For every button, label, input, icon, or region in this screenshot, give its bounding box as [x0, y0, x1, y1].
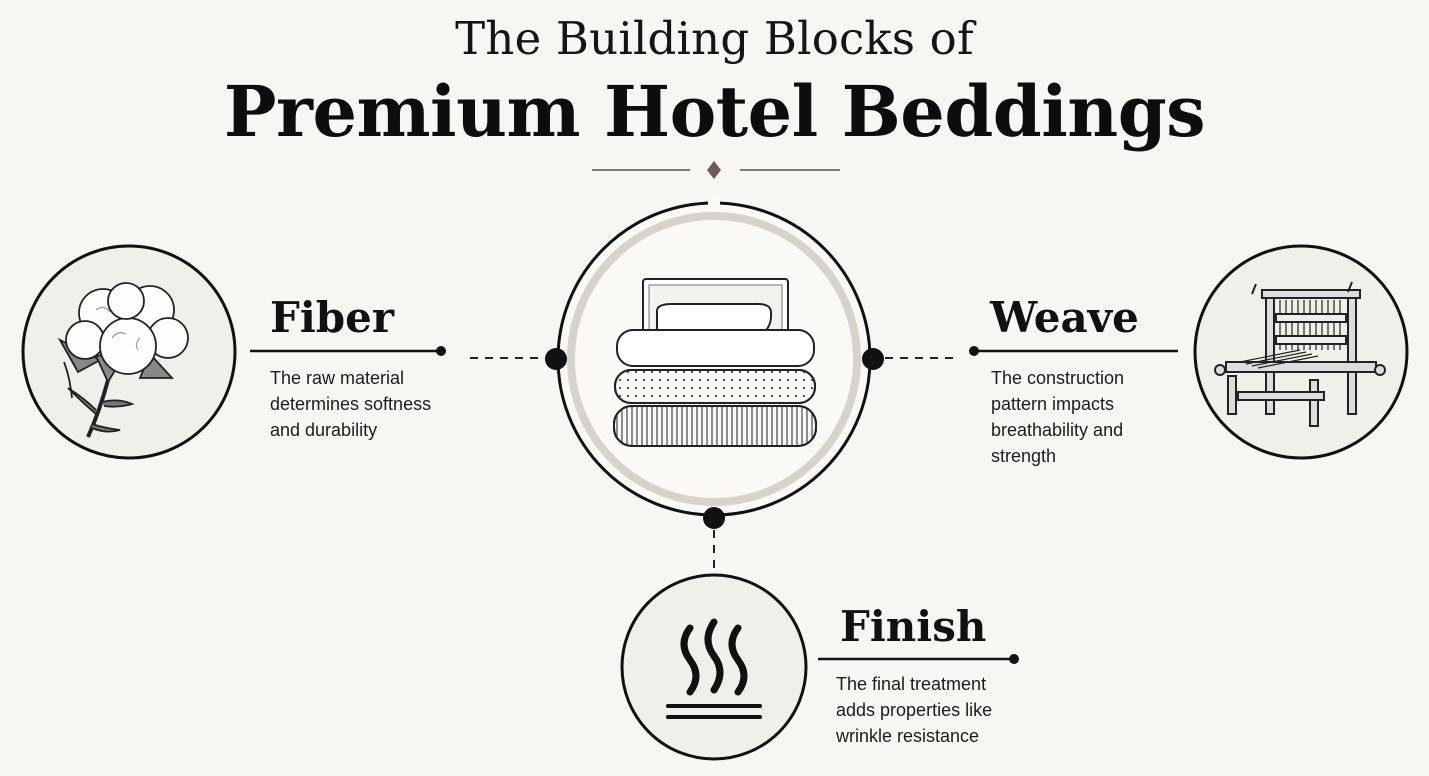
fiber-heading: Fiber — [270, 293, 394, 342]
finish-description-line: wrinkle resistance — [836, 726, 980, 746]
weave-description-line: pattern impacts — [991, 394, 1115, 414]
finish-description-line: The final treatment — [836, 674, 987, 694]
finish-circle — [620, 573, 808, 761]
finish-heading: Finish — [840, 602, 987, 651]
fiber-description: The raw material determines softness and… — [270, 365, 431, 443]
loom-icon — [1214, 281, 1386, 427]
weave-description-line: The construction — [991, 368, 1125, 388]
diagram-subtitle: The Building Blocks of — [455, 12, 974, 65]
steam-heat-icon — [666, 618, 762, 719]
weave-description: The construction pattern impacts breatha… — [991, 365, 1124, 469]
title-divider — [592, 161, 840, 179]
weave-description-line: breathability and — [991, 420, 1124, 440]
fiber-description-line: determines softness — [270, 394, 432, 414]
finish-description-line: adds properties like — [836, 700, 993, 720]
finish-description: The final treatment adds properties like… — [836, 671, 992, 749]
connectors — [250, 346, 1178, 664]
fiber-description-line: and durability — [270, 420, 378, 440]
diagram-title: Premium Hotel Beddings — [223, 70, 1206, 153]
fiber-description-line: The raw material — [270, 368, 405, 388]
stacked-bedding-icon — [613, 278, 817, 447]
weave-circle — [1193, 244, 1409, 460]
cotton-boll-icon — [57, 282, 189, 438]
weave-description-line: strength — [991, 446, 1057, 466]
weave-heading: Weave — [990, 293, 1139, 342]
